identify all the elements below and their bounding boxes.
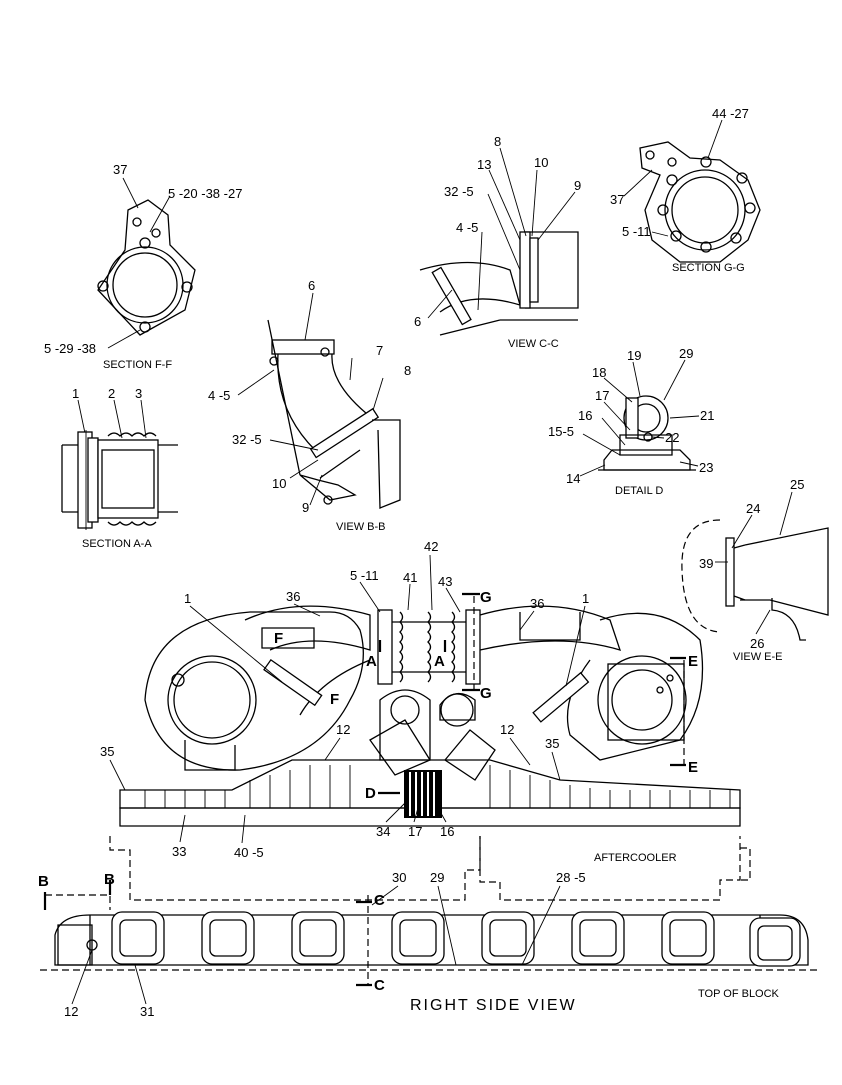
callout-21-d: 21: [700, 408, 714, 423]
view-c-c: 8 13 10 9 32 -5 4 -5 6 VIEW C-C: [414, 134, 581, 350]
caption-section-f-f: SECTION F-F: [103, 359, 172, 371]
rail-bolts: [144, 765, 731, 808]
callout-39-e: 39: [699, 556, 713, 571]
callout-14-d: 14: [566, 471, 580, 486]
callout-10-bb: 10: [272, 476, 286, 491]
callout-25-e: 25: [790, 477, 804, 492]
right-side-view-caption: RIGHT SIDE VIEW: [410, 997, 577, 1014]
caption-section-g-g: SECTION G-G: [672, 262, 745, 274]
caption-view-b-b: VIEW B-B: [336, 521, 386, 533]
view-e-e: 25 24 39 26 VIEW E-E: [681, 477, 829, 663]
callout-13-cc: 13: [477, 157, 491, 172]
callout-35-left: 35: [100, 744, 114, 759]
exhaust-ports: [57, 911, 801, 967]
exhaust-manifold: C C B B 30 29 28 -5 12 31 RIGHT SIDE VIE…: [38, 870, 820, 1019]
aftercooler-label: AFTERCOOLER: [594, 852, 677, 864]
view-b-b: 6 7 8 4 -5 32 -5 10 9 VIEW B-B: [208, 278, 411, 533]
callout-8-bb: 8: [404, 363, 411, 378]
callout-7-bb: 7: [376, 343, 383, 358]
caption-view-e-e: VIEW E-E: [733, 651, 783, 663]
callout-23-d: 23: [699, 460, 713, 475]
section-f-f: 37 5 -20 -38 -27 5 -29 -38 SECTION F-F: [44, 162, 242, 371]
callout-9-bb: 9: [302, 500, 309, 515]
callout-30: 30: [392, 870, 406, 885]
cut-letter-a-right: A: [434, 653, 445, 670]
callout-5-29-38: 5 -29 -38: [44, 341, 96, 356]
callout-41: 41: [403, 570, 417, 585]
cut-letter-c-bottom: C: [374, 977, 385, 994]
callout-4-5-bb: 4 -5: [208, 388, 230, 403]
callout-12-left-mid: 12: [336, 722, 350, 737]
callout-22-d: 22: [665, 430, 679, 445]
cut-letter-e-bottom: E: [688, 759, 698, 776]
callout-28-5: 28 -5: [556, 870, 586, 885]
callout-1-aa: 1: [72, 386, 79, 401]
callout-31: 31: [140, 1004, 154, 1019]
callout-34: 34: [376, 824, 390, 839]
section-g-g: 44 -27 37 5 -11 SECTION G-G: [610, 106, 761, 274]
callout-16-main: 16: [440, 824, 454, 839]
callout-35-right: 35: [545, 736, 559, 751]
cut-letter-b-left: B: [38, 873, 49, 890]
top-of-block-label: TOP OF BLOCK: [698, 988, 780, 1000]
cut-letter-d: D: [365, 785, 376, 802]
cut-letter-b-right: B: [104, 871, 115, 888]
callout-26-e: 26: [750, 636, 764, 651]
callout-17-d: 17: [595, 388, 609, 403]
callout-5-20-38-27: 5 -20 -38 -27: [168, 186, 242, 201]
callout-6-bb: 6: [308, 278, 315, 293]
caption-view-c-c: VIEW C-C: [508, 338, 559, 350]
callout-29-d: 29: [679, 346, 693, 361]
cut-letter-f-top: F: [274, 630, 283, 647]
callout-42: 42: [424, 539, 438, 554]
callout-32-5-cc: 32 -5: [444, 184, 474, 199]
callout-1-right: 1: [582, 591, 589, 606]
callout-43: 43: [438, 574, 452, 589]
callout-32-5-bb: 32 -5: [232, 432, 262, 447]
cut-letter-a-left: A: [366, 653, 377, 670]
callout-16-d: 16: [578, 408, 592, 423]
callout-5-11-main: 5 -11: [350, 568, 379, 583]
callout-6-cc: 6: [414, 314, 421, 329]
callout-33: 33: [172, 844, 186, 859]
callout-4-5-cc: 4 -5: [456, 220, 478, 235]
callout-2-aa: 2: [108, 386, 115, 401]
callout-19-d: 19: [627, 348, 641, 363]
callout-29-main: 29: [430, 870, 444, 885]
callout-10-cc: 10: [534, 155, 548, 170]
callout-15-5-d: 15-5: [548, 424, 574, 439]
callout-12-right-mid: 12: [500, 722, 514, 737]
callout-3-aa: 3: [135, 386, 142, 401]
main-assembly: 5 -11 41 42 43 1 36 36 1 G G A A F F E E…: [100, 539, 751, 901]
callout-5-11-gg: 5 -11: [622, 224, 651, 239]
section-a-a: 1 2 3 SECTION A-A: [61, 386, 178, 550]
callout-17-main: 17: [408, 824, 422, 839]
callout-40-5: 40 -5: [234, 845, 264, 860]
callout-36-right: 36: [530, 596, 544, 611]
callout-8-cc: 8: [494, 134, 501, 149]
caption-detail-d: DETAIL D: [615, 485, 663, 497]
callout-36-left: 36: [286, 589, 300, 604]
cut-letter-c-top: C: [374, 892, 385, 909]
callout-12-bottom: 12: [64, 1004, 78, 1019]
callout-37-ff: 37: [113, 162, 127, 177]
callout-37-gg: 37: [610, 192, 624, 207]
callout-1-left: 1: [184, 591, 191, 606]
callout-24-e: 24: [746, 501, 760, 516]
cut-letter-g-top: G: [480, 589, 492, 606]
cut-letter-f-bottom: F: [330, 691, 339, 708]
callout-44-27: 44 -27: [712, 106, 749, 121]
callout-18-d: 18: [592, 365, 606, 380]
caption-section-a-a: SECTION A-A: [82, 538, 152, 550]
callout-9-cc: 9: [574, 178, 581, 193]
cut-letter-e-top: E: [688, 653, 698, 670]
detail-d: 19 29 18 17 21 16 22 15-5 23 14 DETAIL D: [548, 346, 714, 497]
cut-letter-g-bottom: G: [480, 685, 492, 702]
